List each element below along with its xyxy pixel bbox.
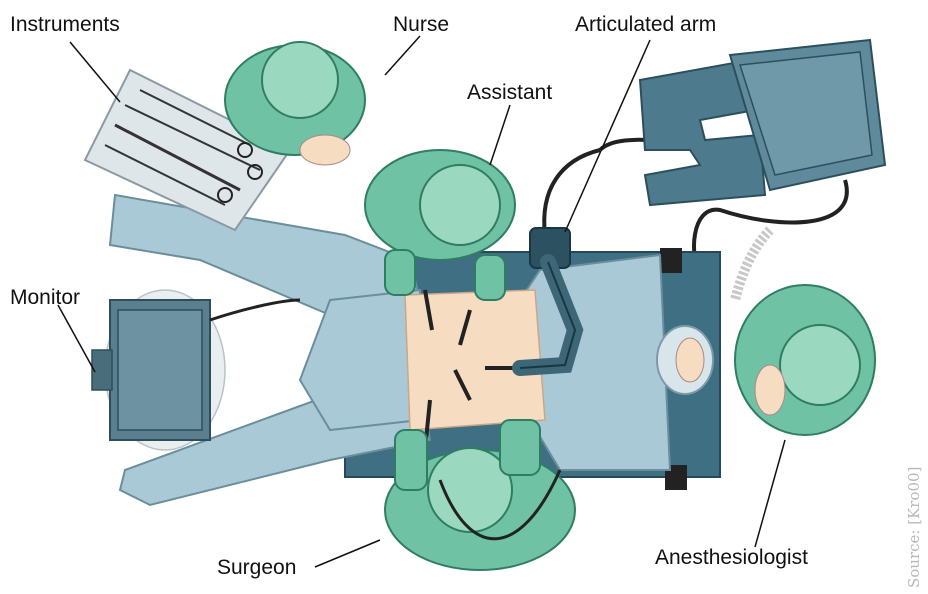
label-surgeon: Surgeon (217, 557, 296, 578)
label-nurse: Nurse (393, 14, 449, 35)
table-clamp-right-top (660, 248, 682, 273)
instruments-leader (70, 42, 120, 102)
anesthesiologist-leader (755, 440, 785, 547)
label-monitor: Monitor (10, 287, 80, 308)
console-cable (544, 150, 600, 235)
equipment-console (640, 40, 885, 205)
breathing-hose (735, 230, 770, 300)
label-assistant: Assistant (467, 82, 552, 103)
monitor-cable (210, 300, 300, 320)
label-instruments: Instruments (10, 14, 120, 35)
articulated-arm-leader (565, 40, 650, 232)
anesthesiologist-figure (735, 285, 875, 435)
monitor (92, 290, 225, 450)
monitor-leader (58, 305, 95, 372)
nurse-leader (385, 36, 420, 75)
label-anesthesiologist: Anesthesiologist (655, 547, 808, 568)
label-articulated-arm: Articulated arm (575, 14, 716, 35)
assistant-leader (490, 105, 510, 165)
patient-head (657, 326, 713, 394)
surgeon-leader (315, 540, 380, 567)
source-credit: Source: [Kro00] (905, 467, 923, 588)
